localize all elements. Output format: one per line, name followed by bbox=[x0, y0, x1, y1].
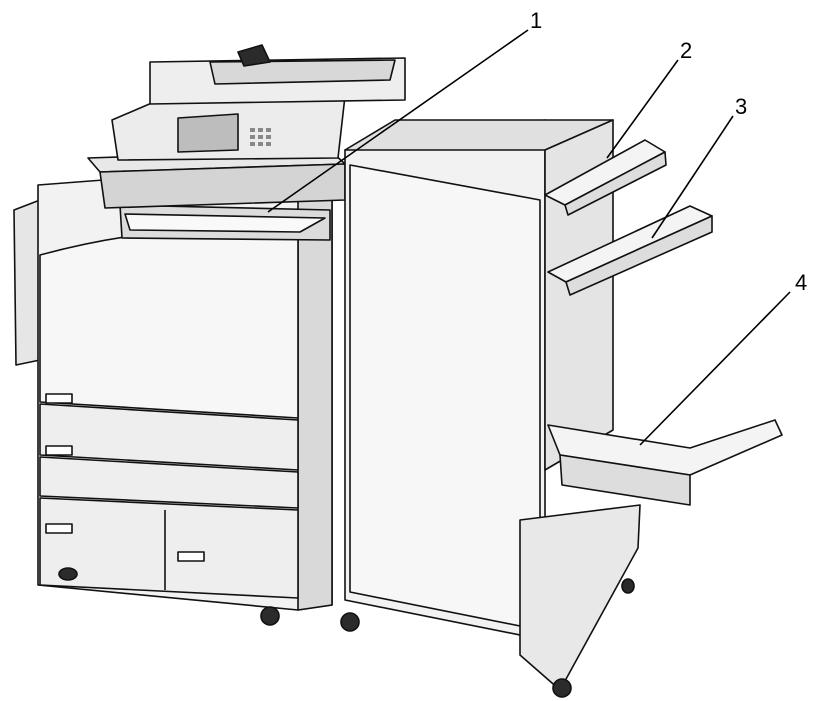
callout-1: 1 bbox=[267, 8, 542, 213]
printer-body bbox=[13, 44, 406, 626]
keypad bbox=[250, 128, 271, 146]
callout-label-1: 1 bbox=[530, 8, 542, 33]
callout-3: 3 bbox=[651, 94, 747, 239]
callout-2: 2 bbox=[606, 38, 692, 159]
callout-label-2: 2 bbox=[680, 38, 692, 63]
finisher-unit bbox=[340, 119, 783, 698]
callout-label-3: 3 bbox=[735, 94, 747, 119]
callout-4: 4 bbox=[639, 270, 807, 446]
callout-label-4: 4 bbox=[795, 270, 807, 295]
